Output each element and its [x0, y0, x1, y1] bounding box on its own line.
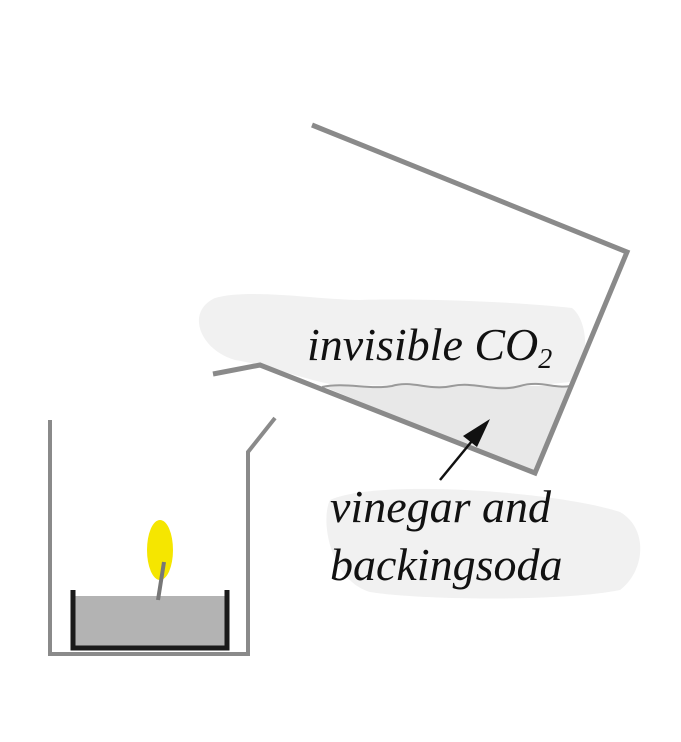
candle-dish — [70, 590, 230, 651]
co2-label: invisible CO2 — [307, 319, 552, 375]
co2-label-subscript: 2 — [538, 344, 552, 375]
liquid-surface-line — [321, 382, 571, 390]
receiving-jar — [48, 416, 277, 656]
tilted-beaker — [212, 122, 631, 477]
candle-flame — [147, 520, 173, 580]
mixture-label-cloud — [326, 488, 641, 599]
liquid-pointer-arrowhead — [463, 419, 490, 447]
candle-wax — [73, 596, 227, 647]
mixture-label-line2: backingsoda — [330, 539, 563, 590]
co2-gas-cloud — [198, 294, 586, 387]
candle-wick — [156, 561, 166, 601]
mixture-label-line1: vinegar and — [330, 481, 552, 532]
liquid-pointer-line — [439, 440, 473, 481]
co2-label-text: invisible CO — [307, 319, 538, 370]
vinegar-baking-soda-liquid — [322, 386, 570, 473]
